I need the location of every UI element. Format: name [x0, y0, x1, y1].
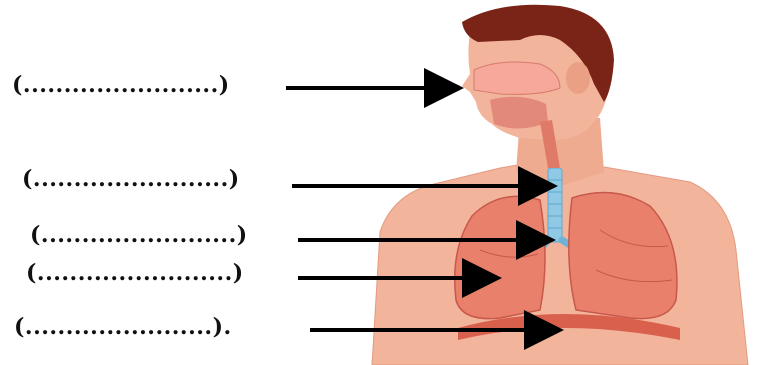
trachea: [548, 168, 562, 242]
answer-blank-trachea[interactable]: (........................): [22, 166, 240, 192]
ear: [566, 62, 590, 94]
answer-blank-lungs[interactable]: (........................): [26, 260, 244, 286]
oral-cavity: [490, 97, 548, 129]
answer-blank-bronchi[interactable]: (........................): [30, 222, 248, 248]
answer-blank-nasal-cavity[interactable]: (........................): [12, 72, 230, 98]
answer-blank-diaphragm[interactable]: (.......................).: [14, 314, 232, 340]
